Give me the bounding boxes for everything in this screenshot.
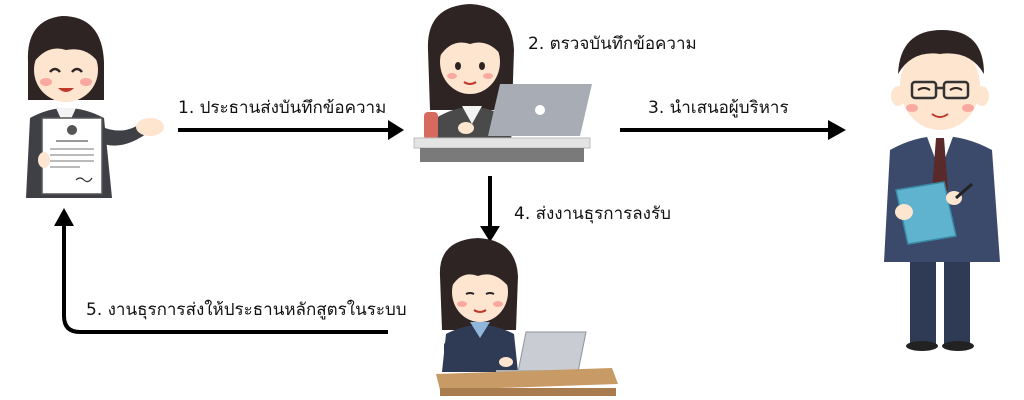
laptop-icon-2: [517, 331, 587, 373]
glasses-icon: [910, 80, 938, 100]
arrow-step4: [480, 176, 500, 242]
step4-label: 4. ส่งงานธุรการลงรับ: [514, 204, 671, 224]
arrow-step3: [620, 120, 846, 140]
reviewer-illustration: [413, 4, 592, 162]
step3-label: 3. นำเสนอผู้บริหาร: [648, 98, 789, 118]
step2-label: 2. ตรวจบันทึกข้อความ: [528, 34, 697, 54]
executive-illustration: [884, 30, 1000, 351]
step1-label: 1. ประธานส่งบันทึกข้อความ: [178, 98, 387, 118]
clipboard-icon: [895, 181, 957, 245]
chairperson-illustration: [26, 16, 164, 198]
step5-label: 5. งานธุรการส่งให้ประธานหลักสูตรในระบบ: [86, 300, 407, 320]
arrow-step1: [178, 120, 404, 140]
arrow-step5: [54, 208, 388, 334]
admin-staff-illustration: [436, 238, 618, 396]
